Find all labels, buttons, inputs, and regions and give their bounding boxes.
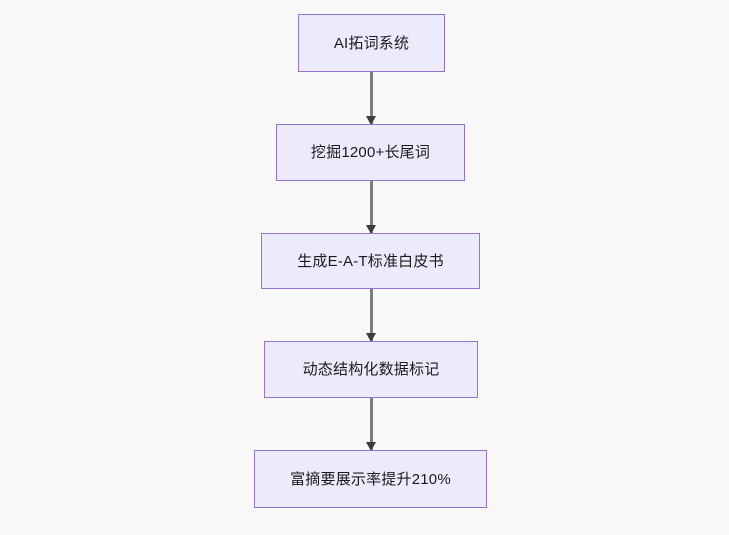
- flow-node-rich-snippet-impression-lift[interactable]: 富摘要展示率提升210%: [254, 450, 487, 508]
- edge-line: [370, 181, 373, 233]
- arrow-down-icon: [366, 333, 376, 342]
- flow-edge-n1-n2: [366, 72, 376, 125]
- arrow-down-icon: [366, 442, 376, 451]
- flow-node-mine-longtail-keywords[interactable]: 挖掘1200+长尾词: [276, 124, 465, 181]
- edge-line: [370, 72, 373, 124]
- arrow-down-icon: [366, 225, 376, 234]
- edge-line: [370, 398, 373, 450]
- flow-node-label: 挖掘1200+长尾词: [310, 144, 431, 161]
- flow-node-generate-eat-whitepaper[interactable]: 生成E-A-T标准白皮书: [261, 233, 480, 289]
- flow-node-label: 富摘要展示率提升210%: [290, 470, 451, 488]
- flow-node-ai-keyword-system[interactable]: AI拓词系统: [298, 14, 445, 72]
- flow-edge-n2-n3: [366, 181, 376, 234]
- flow-node-label: AI拓词系统: [333, 34, 410, 52]
- flow-edge-n4-n5: [366, 398, 376, 451]
- edge-line: [370, 289, 373, 341]
- flow-node-dynamic-structured-data-markup[interactable]: 动态结构化数据标记: [264, 341, 478, 398]
- flow-edge-n3-n4: [366, 289, 376, 342]
- flow-node-label: 动态结构化数据标记: [302, 361, 440, 378]
- flow-node-label: 生成E-A-T标准白皮书: [297, 252, 444, 270]
- arrow-down-icon: [366, 116, 376, 125]
